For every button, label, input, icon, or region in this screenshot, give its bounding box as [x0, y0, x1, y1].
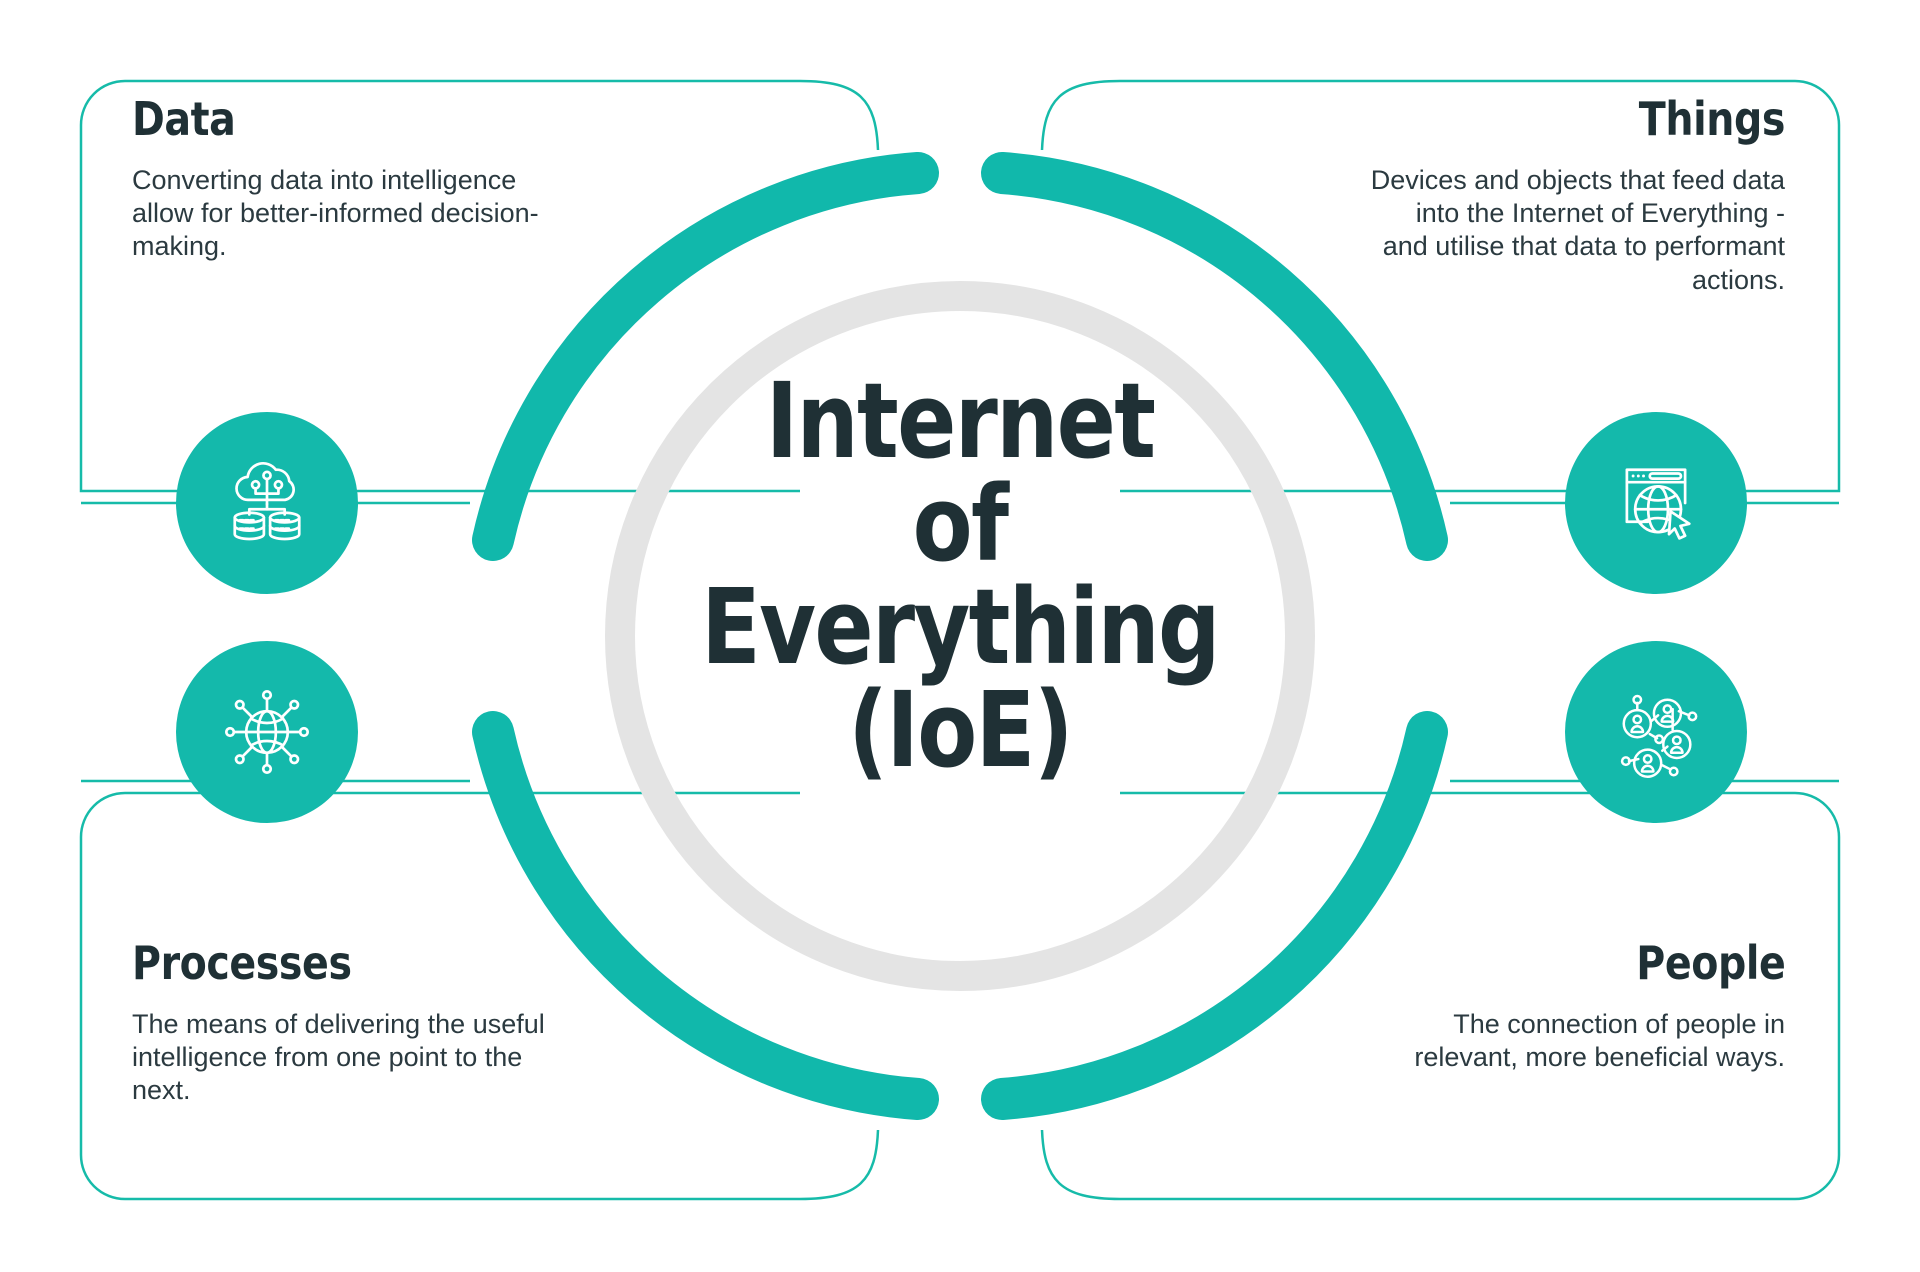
people-network-icon: [1620, 694, 1698, 778]
browser-globe-cursor-icon: [1625, 468, 1691, 540]
icon-badge-data[interactable]: [176, 412, 358, 594]
panel-processes-title: Processes: [132, 936, 352, 990]
icon-badge-processes[interactable]: [176, 641, 358, 823]
panel-things[interactable]: Things Devices and objects that feed dat…: [1355, 92, 1786, 297]
panel-data-body: Converting data into intelligence allow …: [132, 165, 539, 262]
panel-processes-body: The means of delivering the useful intel…: [132, 1009, 545, 1106]
connector-data-top: [799, 79, 880, 151]
center-title-line-2: of: [912, 462, 1009, 585]
center-hub-title: Internet of Everything (IoE): [560, 360, 1360, 791]
center-title-line-1: Internet: [765, 360, 1156, 482]
panel-people[interactable]: People The connection of people in relev…: [1355, 940, 1785, 1074]
connector-processes-bottom: [799, 1129, 880, 1201]
network-globe-icon: [224, 689, 310, 775]
icon-badge-things[interactable]: [1565, 412, 1747, 594]
panel-data-title: Data: [132, 92, 236, 146]
cloud-database-icon: [233, 461, 301, 541]
center-title-line-3: Everything: [701, 565, 1220, 688]
center-title-line-4: (IoE): [848, 668, 1073, 791]
panel-people-title: People: [1635, 936, 1786, 990]
panel-things-title: Things: [1638, 92, 1786, 146]
icon-badge-people[interactable]: [1565, 641, 1747, 823]
panel-processes[interactable]: Processes The means of delivering the us…: [132, 940, 562, 1108]
panel-things-body: Devices and objects that feed data into …: [1370, 165, 1785, 295]
panel-people-body: The connection of people in relevant, mo…: [1414, 1009, 1785, 1073]
connector-things-top: [1040, 79, 1121, 151]
connector-people-bottom: [1040, 1129, 1121, 1201]
panel-data[interactable]: Data Converting data into intelligence a…: [132, 96, 562, 264]
